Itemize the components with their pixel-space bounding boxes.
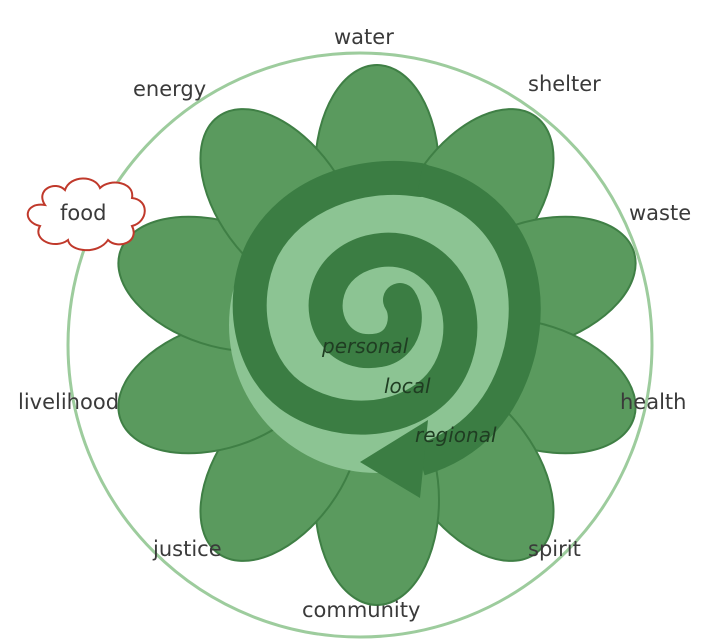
inner-label-regional: regional [415, 423, 497, 447]
label-livelihood: livelihood [18, 390, 119, 414]
label-health: health [620, 390, 686, 414]
label-waste: waste [629, 201, 691, 225]
label-justice: justice [152, 537, 222, 561]
label-energy: energy [133, 77, 206, 101]
label-water: water [334, 25, 394, 49]
label-food: food [60, 201, 106, 225]
label-community: community [302, 598, 420, 622]
inner-label-personal: personal [321, 334, 409, 358]
label-spirit: spirit [528, 537, 581, 561]
label-shelter: shelter [528, 72, 601, 96]
inner-label-local: local [384, 374, 431, 398]
